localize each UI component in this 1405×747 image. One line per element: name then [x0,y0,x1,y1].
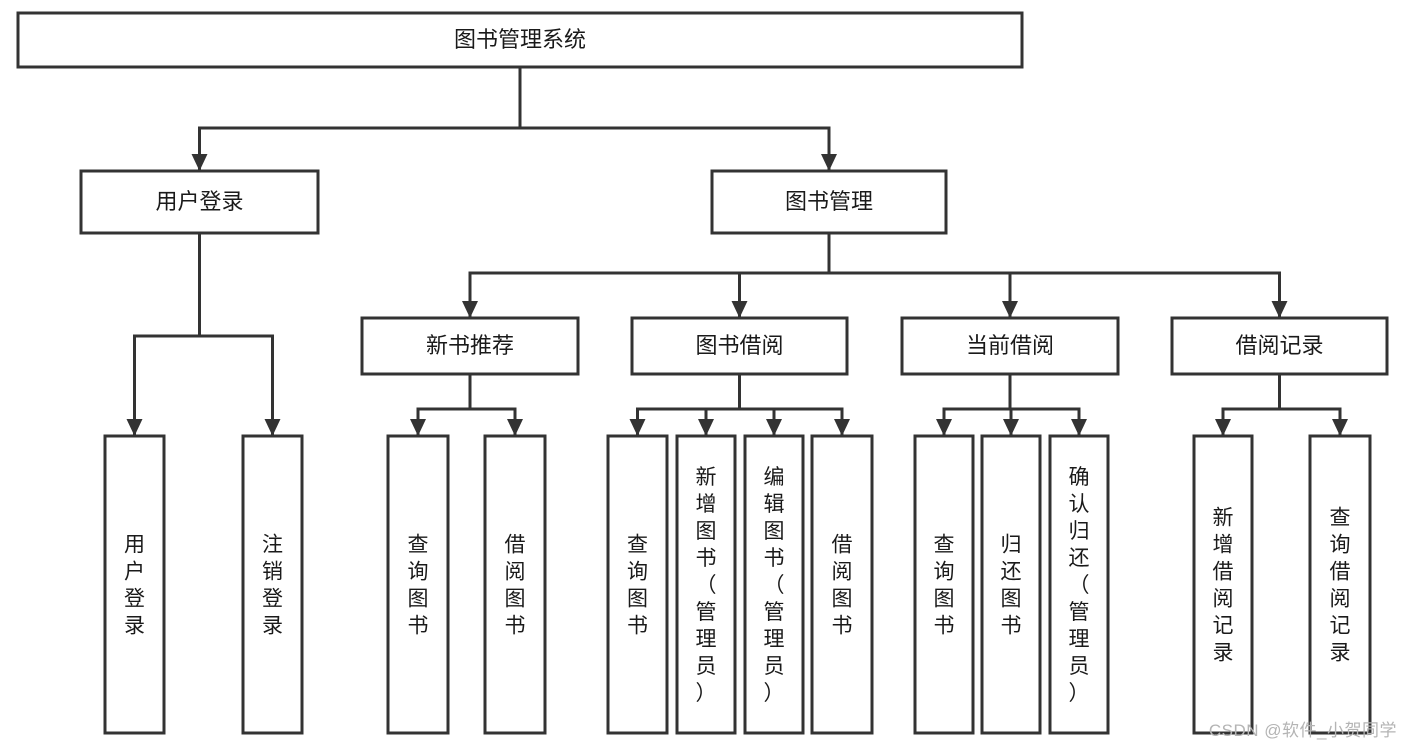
node-label: 查询图书 [408,534,429,638]
leaf-node[interactable]: 用户登录 [103,434,166,735]
level3-node[interactable]: 借阅记录 [1170,316,1389,376]
node-box[interactable] [1192,434,1254,735]
node-label: 查询图书 [934,534,955,638]
arrow-head-icon [936,419,952,436]
arrow-head-icon [1332,419,1348,436]
arrow-head-icon [507,419,523,436]
node-box[interactable] [710,169,948,235]
leaf-node[interactable]: 查询借阅记录 [1308,434,1372,735]
level3-node[interactable]: 新书推荐 [360,316,580,376]
arrow-head-icon [462,301,478,318]
node-box[interactable] [386,434,450,735]
node-label: 编辑图书（管理员） [764,466,785,705]
node-label: 归还图书 [1001,534,1022,638]
node-box[interactable] [810,434,874,735]
node-box[interactable] [79,169,320,235]
arrow-head-icon [1271,301,1288,318]
node-label: 当前借阅 [966,333,1054,358]
node-label: 图书管理 [785,189,873,214]
level3-node[interactable]: 当前借阅 [900,316,1120,376]
arrow-head-icon [731,301,748,318]
arrow-head-icon [1002,301,1018,318]
node-box[interactable] [1170,316,1389,376]
node-label: 新书推荐 [426,333,514,358]
node-label: 借阅记录 [1235,333,1323,358]
leaf-node[interactable]: 查询图书 [386,434,450,735]
leaf-node[interactable]: 新增借阅记录 [1192,434,1254,735]
arrow-head-icon [191,154,208,171]
leaf-node[interactable]: 编辑图书（管理员） [743,434,805,735]
node-box[interactable] [900,316,1120,376]
connector-layer [126,65,1348,438]
node-label: 新增图书（管理员） [696,466,717,705]
node-box[interactable] [360,316,580,376]
node-box[interactable] [980,434,1042,735]
leaf-node[interactable]: 借阅图书 [810,434,874,735]
arrow-head-icon [126,419,143,436]
arrow-head-icon [264,419,281,436]
node-box[interactable] [913,434,975,735]
arrow-head-icon [1003,419,1019,436]
leaf-node[interactable]: 查询图书 [606,434,669,735]
arrow-head-icon [834,419,850,436]
leaf-node[interactable]: 查询图书 [913,434,975,735]
level2-node[interactable]: 用户登录 [79,169,320,235]
node-label: 注销登录 [262,534,283,638]
node-label: 图书管理系统 [454,27,586,52]
node-label: 借阅图书 [832,534,853,638]
arrow-head-icon [766,419,782,436]
node-box[interactable] [630,316,849,376]
node-box[interactable] [606,434,669,735]
root-node[interactable]: 图书管理系统 [16,11,1024,69]
node-label: 查询图书 [627,534,648,638]
arrow-head-icon [410,419,426,436]
level3-node[interactable]: 图书借阅 [630,316,849,376]
level2-node[interactable]: 图书管理 [710,169,948,235]
arrow-head-icon [821,154,837,171]
node-box[interactable] [1308,434,1372,735]
leaf-node[interactable]: 确认归还（管理员） [1048,434,1110,735]
node-box[interactable] [241,434,304,735]
leaf-node[interactable]: 新增图书（管理员） [675,434,737,735]
node-label: 确认归还（管理员） [1069,466,1090,705]
node-label: 用户登录 [124,534,145,638]
arrow-head-icon [629,419,646,436]
node-layer: 图书管理系统用户登录图书管理新书推荐图书借阅当前借阅借阅记录用户登录注销登录查询… [16,11,1389,735]
leaf-node[interactable]: 借阅图书 [483,434,547,735]
leaf-node[interactable]: 注销登录 [241,434,304,735]
arrow-head-icon [1071,419,1087,436]
node-label: 新增借阅记录 [1213,507,1234,665]
node-label: 借阅图书 [505,534,526,638]
node-label: 查询借阅记录 [1330,507,1351,665]
node-box[interactable] [675,434,737,735]
node-box[interactable] [743,434,805,735]
node-label: 图书借阅 [695,333,783,358]
node-box[interactable] [16,11,1024,69]
node-box[interactable] [1048,434,1110,735]
node-box[interactable] [483,434,547,735]
arrow-head-icon [1215,419,1231,436]
leaf-node[interactable]: 归还图书 [980,434,1042,735]
node-label: 用户登录 [155,189,243,214]
node-box[interactable] [103,434,166,735]
arrow-head-icon [698,419,714,436]
csdn-watermark: CSDN @软件_小贺同学 [1208,721,1397,740]
